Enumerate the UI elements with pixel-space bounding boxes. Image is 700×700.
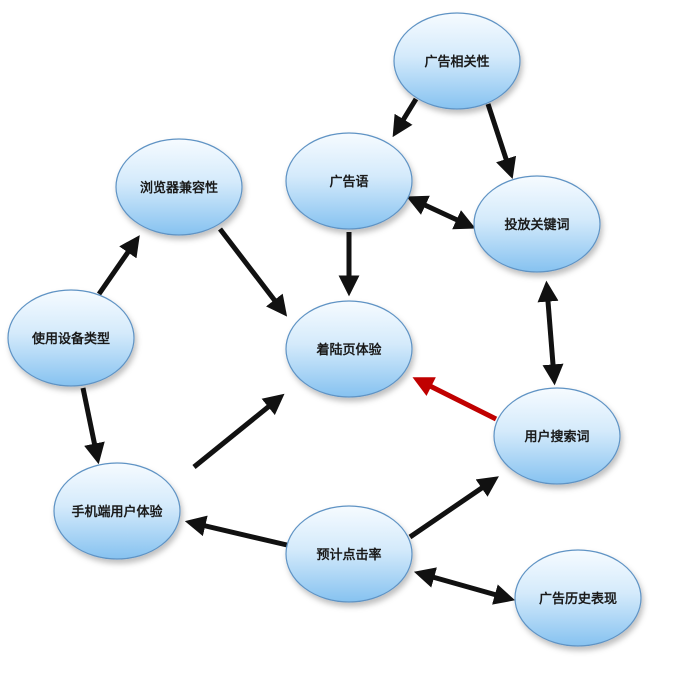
node-browser-compat: 浏览器兼容性 [115,138,243,236]
node-landing-page: 着陆页体验 [285,300,413,398]
edge-mobile-ux-to-landing-page [192,393,285,469]
edge-browser-compat-to-landing-page [218,227,288,317]
node-device-type-label: 使用设备类型 [31,331,110,347]
node-ad-history-label: 广告历史表现 [539,591,617,607]
edge-keywords-search-terms-bidirectional [537,280,564,386]
node-browser-compat-label: 浏览器兼容性 [140,180,218,196]
node-search-terms: 用户搜索词 [493,387,621,485]
edge-ad-relevance-to-keywords [485,103,517,179]
node-mobile-ux-label: 手机端用户体验 [71,504,163,520]
edge-expected-ctr-to-search-terms [408,476,499,540]
node-device-type: 使用设备类型 [7,289,135,387]
node-keywords: 投放关键词 [473,175,601,273]
edge-expected-ctr-ad-history-bidirectional [413,567,516,605]
node-ad-history: 广告历史表现 [514,549,642,647]
node-ad-copy: 广告语 [285,132,413,230]
edge-expected-ctr-to-mobile-ux [184,515,288,548]
node-ad-relevance: 广告相关性 [393,12,521,110]
node-ad-relevance-label: 广告相关性 [424,54,489,70]
edge-device-type-to-browser-compat [96,235,140,296]
node-ad-copy-label: 广告语 [329,174,368,190]
edge-search-terms-to-landing-page [412,377,498,422]
edge-ad-copy-keywords-bidirectional [406,195,476,230]
node-landing-page-label: 着陆页体验 [315,342,382,358]
node-keywords-label: 投放关键词 [504,217,569,233]
edge-ad-relevance-to-ad-copy [392,97,419,138]
edges [80,97,564,605]
node-expected-ctr: 预计点击率 [285,505,413,603]
edge-device-type-to-mobile-ux [80,387,105,465]
node-mobile-ux: 手机端用户体验 [53,462,181,560]
node-search-terms-label: 用户搜索词 [523,429,589,445]
node-expected-ctr-label: 预计点击率 [316,547,381,563]
